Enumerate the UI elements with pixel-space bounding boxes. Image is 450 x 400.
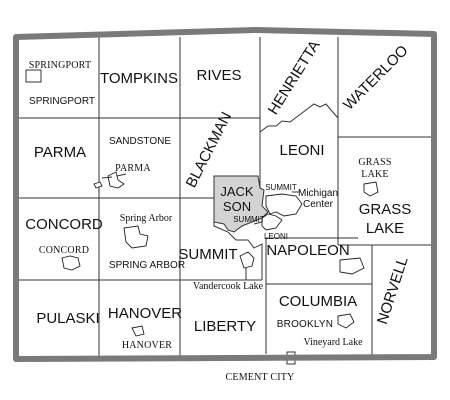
township-label-henrietta: HENRIETTA (265, 38, 324, 118)
place-label-concord-village: CONCORD (39, 245, 89, 256)
township-label-concord: CONCORD (25, 216, 103, 233)
place-label-summit-lower: SUMMIT (233, 215, 265, 224)
jackson-city-area (213, 175, 269, 233)
township-label-summit: SUMMIT (178, 246, 237, 263)
grass-lake-village-area (363, 181, 379, 197)
township-label-spring-arbor: SPRING ARBOR (109, 260, 185, 271)
place-label-grass-lake-village-2: LAKE (361, 169, 388, 180)
place-label-hanover-village: HANOVER (122, 340, 172, 351)
place-label-springport-village: SPRINGPORT (29, 60, 92, 71)
place-label-brooklyn: BROOKLYN (277, 319, 333, 330)
concord-village-area (61, 255, 81, 271)
springport-village-area (25, 69, 42, 83)
brooklyn-area (337, 313, 355, 329)
parma-small-area (93, 181, 103, 189)
place-label-jackson-1: JACK (220, 184, 254, 199)
place-label-michigan-center-1: Michigan (298, 188, 338, 199)
township-label-tompkins: TOMPKINS (100, 70, 178, 87)
hanover-village-area (131, 325, 145, 337)
place-label-jackson-2: SON (223, 199, 251, 214)
vandercook-lake-area (239, 251, 255, 269)
township-label-pulaski: PULASKI (36, 310, 99, 327)
township-grid (16, 37, 434, 358)
township-label-grass-lake-1: GRASS (359, 201, 412, 218)
place-label-leoni: LEONI (264, 232, 288, 241)
township-label-grass-lake-2: LAKE (366, 220, 404, 237)
township-label-springport: SPRINGPORT (29, 96, 95, 107)
michigan-center-area (265, 193, 303, 217)
township-label-parma: PARMA (34, 144, 86, 161)
place-label-vineyard-lake: Vineyard Lake (303, 337, 363, 348)
township-label-rives: RIVES (196, 67, 241, 84)
place-label-cement-city: CEMENT CITY (226, 372, 295, 383)
place-label-michigan-center-2: Center (303, 199, 334, 210)
parma-village-area (107, 171, 125, 189)
township-label-norvell: NORVELL (374, 255, 412, 327)
county-border (13, 27, 437, 362)
township-label-hanover: HANOVER (108, 305, 182, 322)
place-label-vandercook-lake: Vandercook Lake (193, 281, 264, 292)
township-label-waterloo: WATERLOO (340, 42, 412, 114)
summit-jackson-boundary (213, 198, 263, 280)
spring-arbor-area (123, 225, 149, 249)
place-label-parma-village: PARMA (115, 163, 151, 174)
place-label-grass-lake-village-1: GRASS (358, 157, 391, 168)
township-label-leoni: LEONI (279, 142, 324, 159)
township-label-liberty: LIBERTY (194, 318, 256, 335)
napoleon-area (339, 257, 365, 275)
township-label-napoleon: NAPOLEON (266, 242, 349, 259)
leoni-area (261, 213, 283, 231)
township-label-sandstone: SANDSTONE (109, 136, 171, 147)
henrietta-leoni-boundary (259, 103, 339, 133)
place-label-spring-arbor: Spring Arbor (120, 213, 173, 224)
township-label-columbia: COLUMBIA (279, 293, 357, 310)
place-label-summit-upper: SUMMIT (265, 183, 297, 192)
